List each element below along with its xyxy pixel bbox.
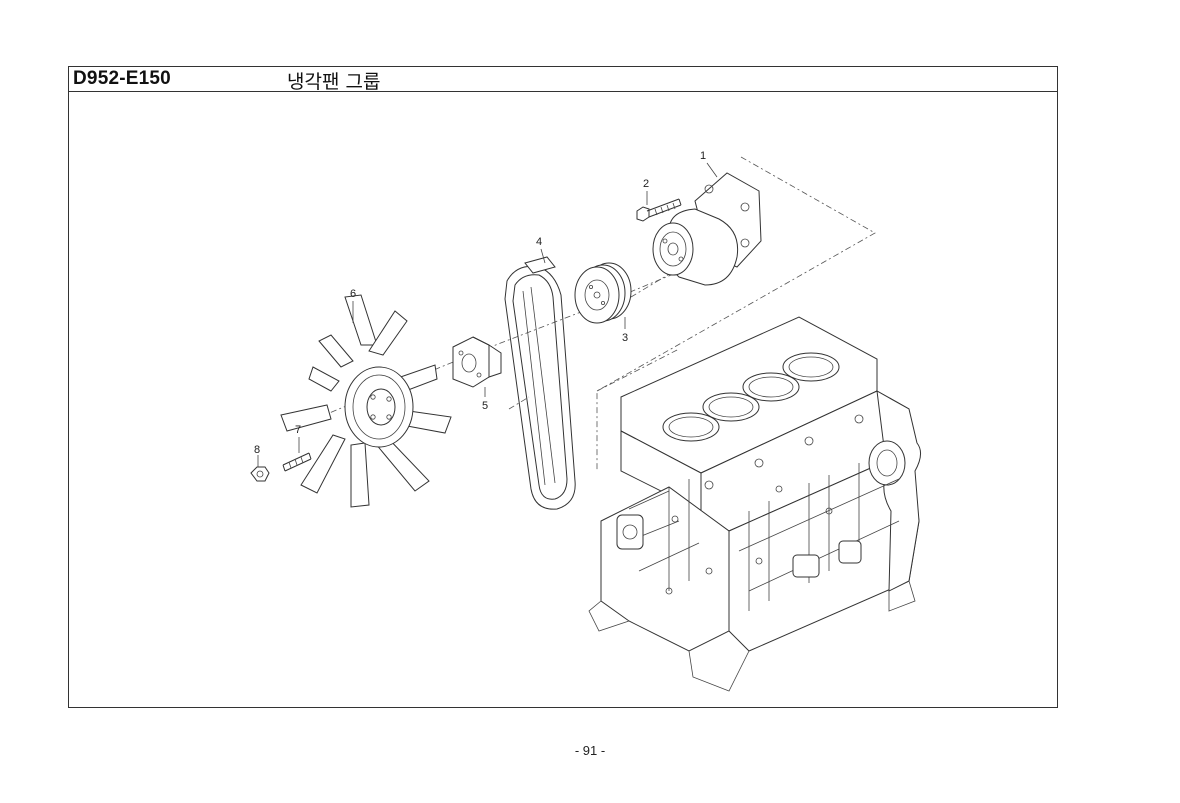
part-bolt [636,198,682,222]
callout-4: 4 [536,236,546,264]
part-water-pump [652,172,762,286]
callout-7: 7 [295,424,301,453]
part-stud-bolt [282,452,312,472]
exploded-view: 1 2 3 4 5 6 7 [69,91,1056,705]
callout-8: 8 [254,444,260,467]
part-pulley [574,262,632,324]
callout-label: 4 [536,236,542,248]
callout-6: 6 [350,288,356,323]
part-nut [250,466,270,482]
callout-label: 8 [254,444,260,456]
callout-label: 3 [622,332,628,344]
header-bar: D952-E150 냉각팬 그룹 [69,67,1057,93]
callout-label: 7 [295,424,301,436]
callout-label: 1 [700,150,706,162]
engine-block [588,316,921,692]
part-spacer [452,336,502,388]
callout-label: 6 [350,288,356,300]
callout-1: 1 [700,150,718,178]
callout-5: 5 [482,387,488,412]
doc-title: 냉각팬 그룹 [287,71,381,93]
callout-2: 2 [643,178,649,205]
exploded-view-drawing: 1 2 3 4 5 6 7 [250,150,921,692]
diagram-frame: D952-E150 냉각팬 그룹 [68,66,1058,708]
part-cooling-fan [280,294,452,508]
callout-label: 2 [643,178,649,190]
part-v-belt [504,256,576,510]
assembly-lines [304,156,876,471]
doc-code: D952-E150 [73,68,171,89]
callout-3: 3 [622,317,628,344]
callout-label: 5 [482,400,488,412]
page-number: - 91 - [574,743,606,758]
